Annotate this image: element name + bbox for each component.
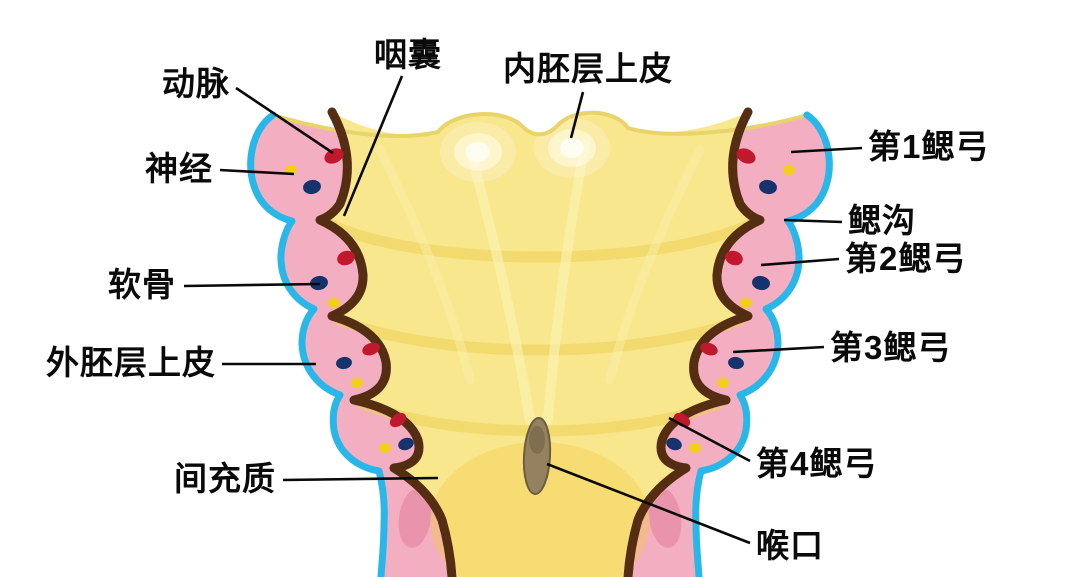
label-artery: 动脉 [162,65,230,102]
boundary-line-right [623,107,765,577]
artery-dot-right-arch2 [725,250,743,266]
pharyngeal-structure [247,107,833,577]
nerve-dot-right-arch2 [740,298,752,308]
label-pharyngeal-pouch: 咽囊 [374,36,442,73]
arch3-leader-line [732,345,825,354]
arch2-leader-line [760,257,840,267]
label-branchial-arch-3: 第3鳃弓 [830,329,951,366]
cartilage-dot-right-arch3 [728,356,744,370]
nerve-leader-line [219,168,295,176]
arch1-leader-line [790,146,863,154]
label-ectodermal-epithelium: 外胚层上皮 [46,344,216,381]
nerve-dot-left-arch3 [351,378,363,388]
label-branchial-arch-4: 第4鳃弓 [756,445,877,482]
groove-leader-line [783,218,843,224]
highlight-streak-2 [543,140,590,425]
laryngeal-opening-leader-line [546,462,751,545]
artery-dot-left-arch2 [337,250,355,266]
mesenchyme-shading-left [398,488,432,548]
pharyngeal-pouch-leader-line [342,75,404,217]
mesenchyme-leader-line [282,476,439,482]
nerve-dot-right-arch3 [717,378,729,388]
highlight-streak-1 [465,145,535,425]
pharyngeal-ridge-1 [324,218,756,263]
highlight-streak-3 [375,145,475,385]
cartilage-dot-left-arch3 [336,356,352,370]
artery-leader-line [235,86,334,155]
artery-dot-right-arch3 [700,342,718,356]
top-bump-glow-left [440,122,516,182]
cartilage-dot-right-arch1 [759,179,777,195]
label-laryngeal-opening: 喉口 [756,527,824,564]
label-endodermal-epithelium: 内胚层上皮 [503,50,673,87]
top-bump-glow-right [534,118,610,178]
cartilage-leader-line [183,282,321,288]
label-branchial-groove: 鳃沟 [848,202,916,239]
cartilage-dot-right-arch4 [666,437,682,451]
label-nerve: 神经 [145,150,213,187]
cartilage-dot-right-arch2 [752,275,770,291]
arch4-leader-line [668,416,751,463]
label-cartilage: 软骨 [108,266,176,303]
highlight-streak-4 [605,145,705,385]
nerve-dot-right-arch4 [689,443,701,453]
nerve-dot-left-arch2 [328,298,340,308]
pharyngeal-ridge-2 [334,314,746,356]
nerve-dot-right-arch1 [783,165,795,175]
artery-dot-left-arch1 [324,148,344,164]
label-branchial-arch-1: 第1鳃弓 [868,128,989,165]
endoderm-deep-shading [430,442,650,577]
label-mesenchyme: 间充质 [174,460,276,497]
laryngeal-opening-shape [522,417,552,495]
artery-dot-right-arch1 [736,148,756,164]
labels: 动脉 咽囊 内胚层上皮 神经 软骨 外胚层上皮 间充质 第1鳃弓 鳃沟 第2鳃弓… [46,36,989,564]
endodermal-epithelium-leader-line [569,91,585,139]
label-branchial-arch-2: 第2鳃弓 [845,240,966,277]
cartilage-dot-left-arch4 [398,437,414,451]
leader-lines [183,75,863,545]
right-arch-contents [666,148,795,453]
artery-dot-left-arch4 [389,412,407,428]
ectoderm-outline-right [692,111,833,577]
mesenchyme-shading-right [648,488,682,548]
top-edge [271,110,809,138]
cartilage-dot-left-arch1 [303,179,321,195]
artery-dot-left-arch3 [362,342,380,356]
nerve-dot-left-arch4 [379,443,391,453]
